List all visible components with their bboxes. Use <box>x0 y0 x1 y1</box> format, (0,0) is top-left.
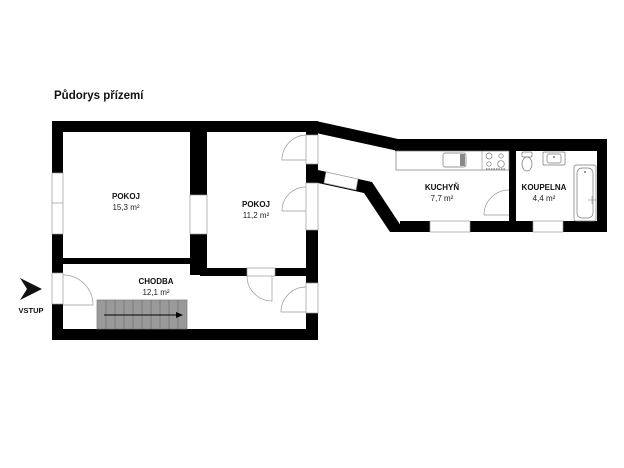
plan-title: Půdorys přízemí <box>54 90 144 102</box>
arrow-head-icon <box>176 312 183 318</box>
entrance-label: VSTUP <box>18 306 43 315</box>
toilet-icon <box>521 151 533 172</box>
room-area: 4,4 m² <box>533 194 556 203</box>
room-name: CHODBA <box>138 277 173 286</box>
bathroom-fixtures <box>521 151 597 222</box>
washbasin-icon <box>542 151 566 166</box>
room-name: POKOJ <box>112 192 140 201</box>
room-kuchyn: KUCHYŇ 7,7 m² <box>425 183 459 203</box>
stove-icon <box>485 152 505 170</box>
room-area: 11,2 m² <box>243 211 270 220</box>
room-koupelna: KOUPELNA 4,4 m² <box>522 183 567 203</box>
kitchen-counter <box>395 150 510 171</box>
bathtub-icon <box>573 164 597 222</box>
windows <box>51 134 564 314</box>
doors <box>62 134 510 313</box>
room-name: POKOJ <box>242 200 270 209</box>
room-name: KOUPELNA <box>522 183 567 192</box>
stairs <box>96 299 188 330</box>
room-chodba: CHODBA 12,1 m² <box>138 277 173 297</box>
room-area: 12,1 m² <box>142 288 169 297</box>
entrance-marker: VSTUP <box>18 278 44 315</box>
room-pokoj-1: POKOJ 15,3 m² <box>112 192 140 212</box>
room-area: 15,3 m² <box>112 203 139 212</box>
room-name: KUCHYŇ <box>425 183 459 192</box>
sink-drainboard-icon <box>460 154 465 166</box>
room-area: 7,7 m² <box>431 194 454 203</box>
arrow-right-icon <box>20 278 42 300</box>
room-pokoj-2: POKOJ 11,2 m² <box>242 200 270 220</box>
